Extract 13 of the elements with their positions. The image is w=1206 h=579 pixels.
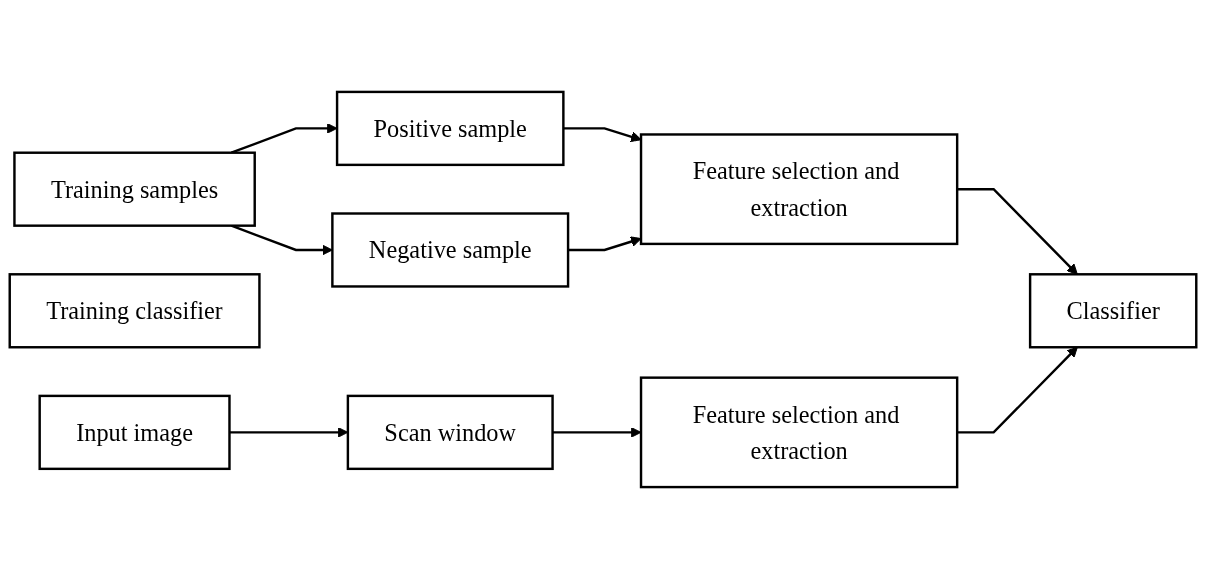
node-box: Negative sample [331,212,570,288]
node-box: Positive sample [335,90,565,167]
node-box: Feature selection and extraction [639,133,959,246]
node-box: Feature selection and extraction [639,376,959,489]
node-box: Training classifier [8,273,261,349]
node-box: Scan window [346,394,554,471]
node-box: Classifier [1028,273,1198,349]
arrow [957,187,1078,275]
node-box: Training samples [13,151,256,227]
node-box: Input image [38,394,231,471]
arrow [552,427,642,438]
arrow [563,127,642,142]
arrow [568,236,642,252]
